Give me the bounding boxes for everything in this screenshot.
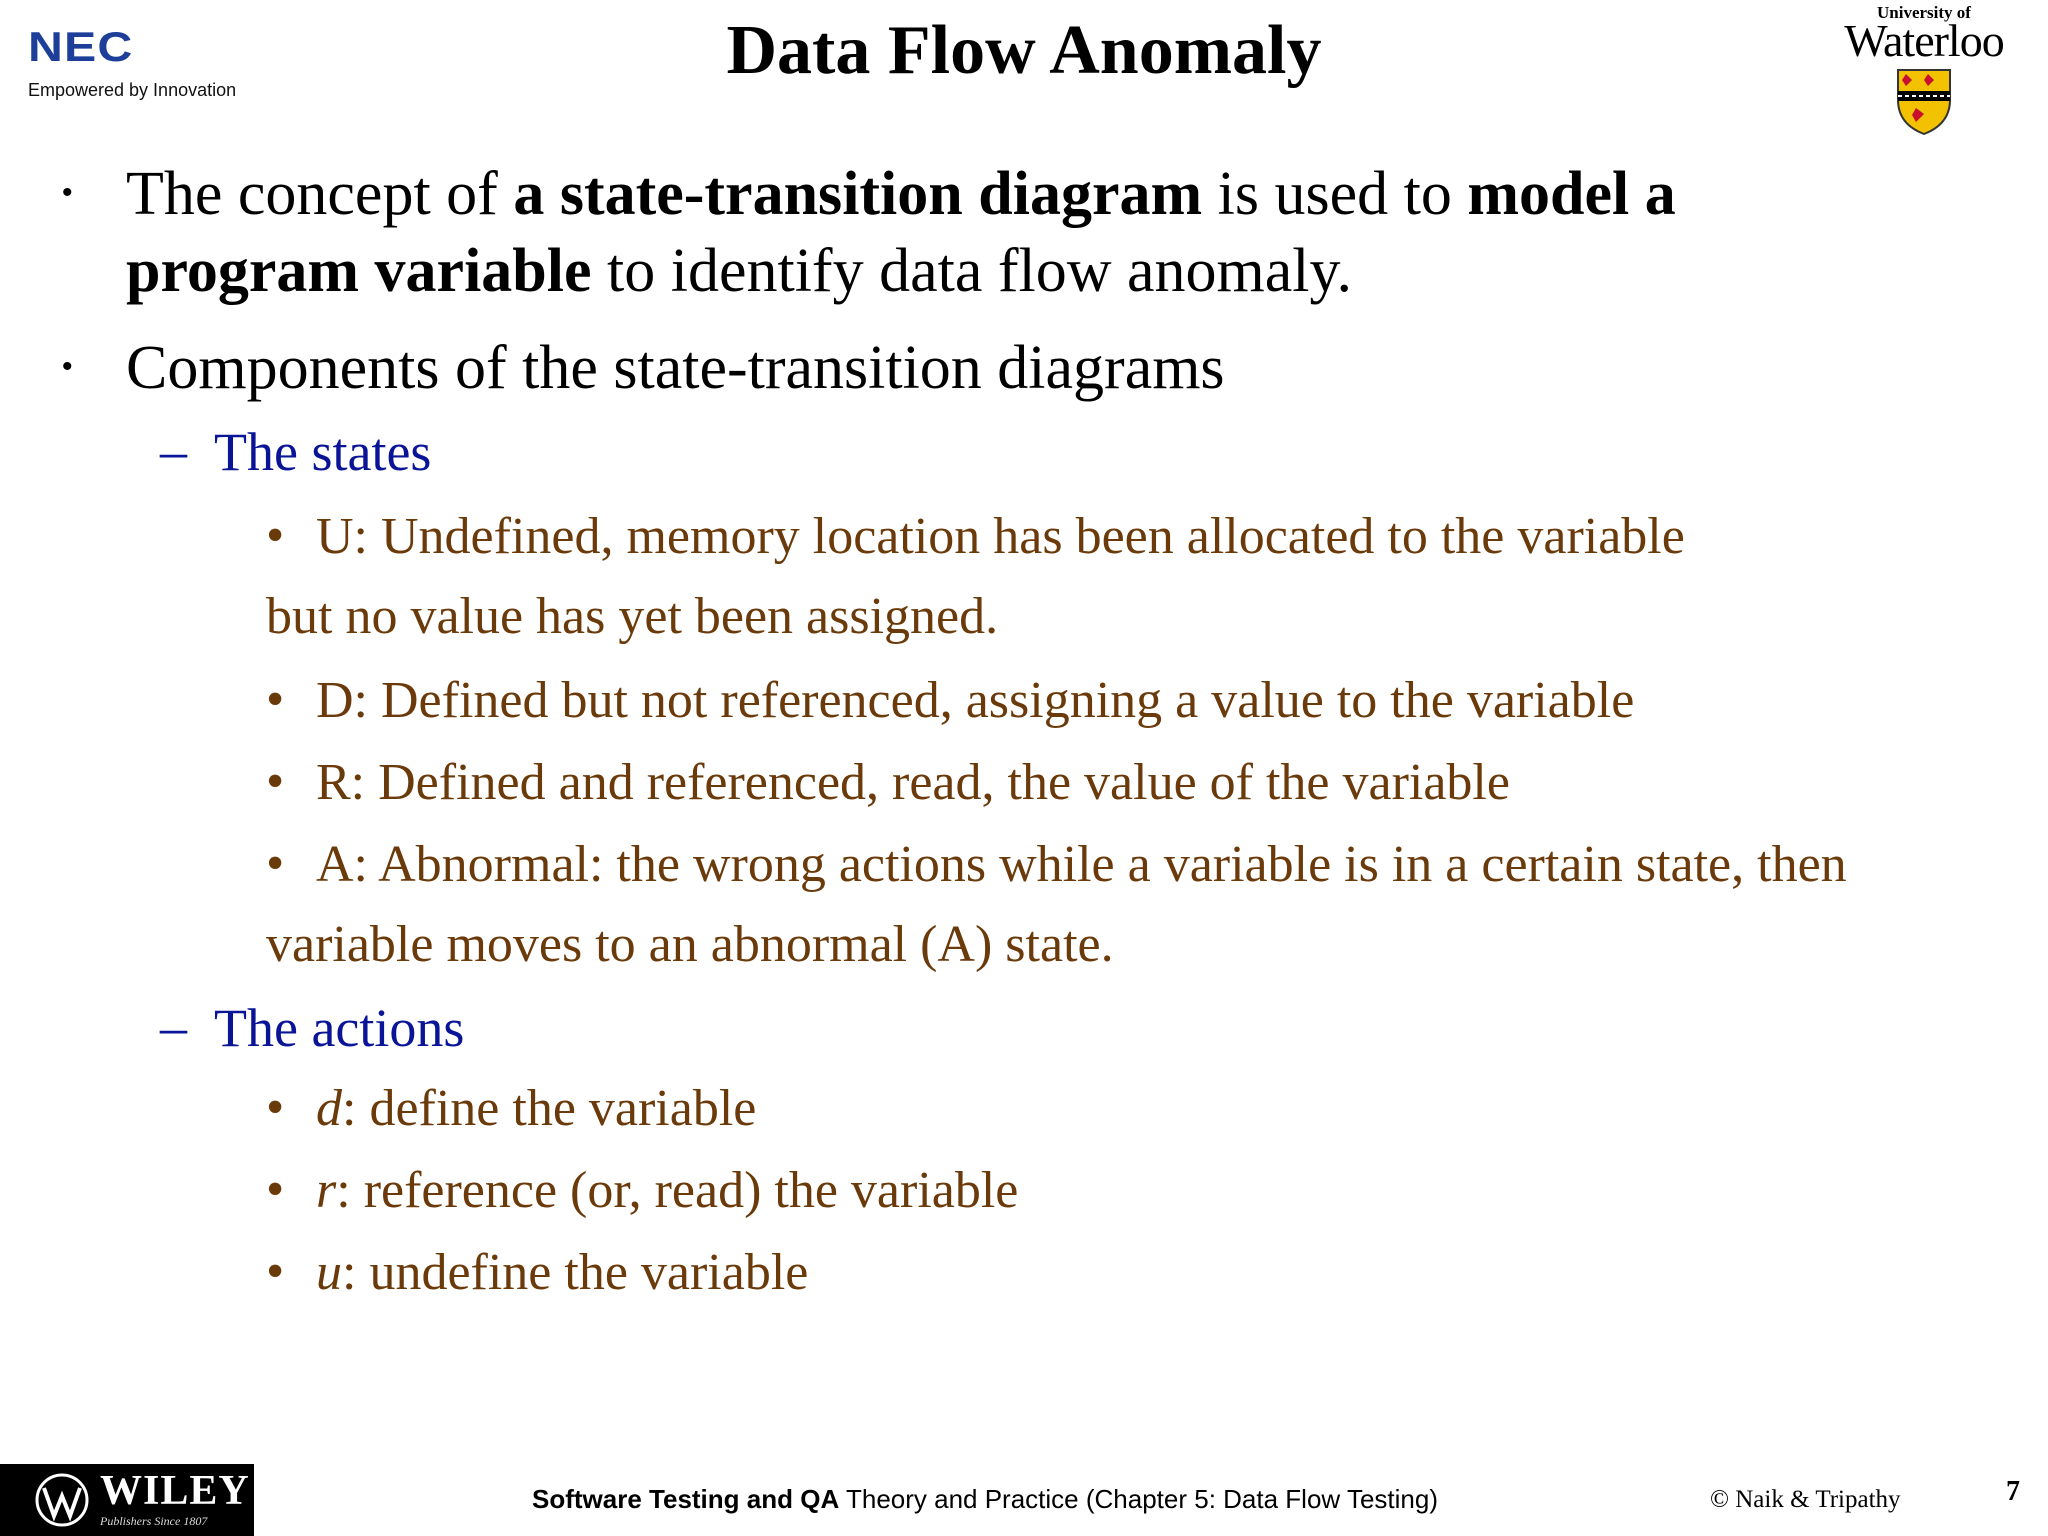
states-heading: The states [214, 422, 432, 482]
action-u: u: undefine the variable [316, 1242, 808, 1304]
wiley-logo-subtitle: Publishers Since 1807 [100, 1514, 208, 1528]
footer-book-bold: Software Testing and QA [532, 1484, 840, 1514]
action-r: r: reference (or, read) the variable [316, 1160, 1018, 1222]
bullet-marker: • [62, 350, 73, 383]
actions-heading: The actions [214, 998, 465, 1058]
wiley-logo-word: WILEY [100, 1468, 250, 1514]
waterloo-logo-small-text: University of [1877, 3, 1971, 22]
state-a-line-1: A: Abnormal: the wrong actions while a v… [316, 836, 1847, 893]
action-letter: u [316, 1244, 342, 1301]
action-letter: r [316, 1162, 337, 1219]
bullet-marker: • [266, 1161, 285, 1218]
action-d: d: define the variable [316, 1078, 756, 1140]
wiley-emblem-icon [35, 1473, 89, 1527]
bullet-1-text: The concept of a state-transition diagra… [126, 156, 1906, 310]
page-number: 7 [2006, 1476, 2020, 1507]
bullet-1-part: is used to [1202, 160, 1468, 228]
bullet-1-bold: model a [1467, 160, 1676, 228]
bullet-1-bold: program variable [126, 236, 592, 305]
wiley-logo: WILEY Publishers Since 1807 [0, 1464, 254, 1536]
waterloo-logo: University of Waterloo [1808, 3, 2040, 136]
bullet-marker: • [266, 671, 285, 728]
nec-logo: NEC Empowered by Innovation [28, 26, 248, 106]
footer-book-rest: Theory and Practice [839, 1484, 1079, 1514]
dash-marker: – [160, 421, 187, 481]
bullet-marker: • [266, 1243, 285, 1300]
bullet-marker: • [266, 753, 285, 810]
bullet-1-part: to identify data flow anomaly. [591, 236, 1352, 305]
bullet-1-part: The concept of [126, 160, 514, 228]
state-u-line-2: but no value has yet been assigned. [266, 588, 999, 645]
state-u-line-1: U: Undefined, memory location has been a… [316, 508, 1685, 565]
dash-marker: – [160, 997, 187, 1057]
state-r: R: Defined and referenced, read, the val… [316, 754, 1510, 811]
nec-logo-word: NEC [28, 23, 134, 70]
waterloo-logo-word: Waterloo [1844, 15, 2004, 66]
footer-chapter: (Chapter 5: Data Flow Testing) [1078, 1484, 1438, 1514]
bullet-2-text: Components of the state-transition diagr… [126, 334, 1225, 402]
bullet-1-bold: a state-transition diagram [513, 160, 1203, 228]
bullet-marker: • [62, 176, 73, 209]
bullet-marker: • [266, 1079, 285, 1136]
state-a-line-2: variable moves to an abnormal (A) state. [266, 916, 1114, 973]
bullet-marker: • [266, 507, 285, 564]
state-d: D: Defined but not referenced, assigning… [316, 672, 1635, 729]
bullet-marker: • [266, 835, 285, 892]
action-text: : define the variable [342, 1080, 757, 1137]
nec-logo-tagline: Empowered by Innovation [28, 80, 237, 100]
waterloo-crest-icon [1897, 69, 1951, 136]
action-text: : reference (or, read) the variable [336, 1162, 1019, 1219]
footer-book-title: Software Testing and QA Theory and Pract… [532, 1484, 1438, 1515]
footer-copyright: © Naik & Tripathy [1710, 1486, 1901, 1513]
slide-title: Data Flow Anomaly [726, 12, 1322, 89]
action-text: : undefine the variable [342, 1244, 809, 1301]
action-letter: d [316, 1080, 342, 1137]
